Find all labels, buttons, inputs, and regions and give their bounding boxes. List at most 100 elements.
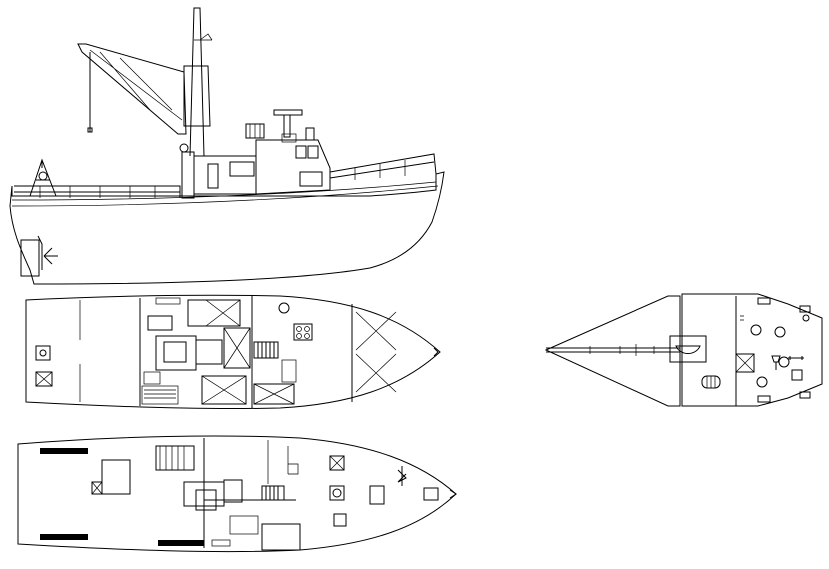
deckhouse-front-wall [203,438,296,548]
wheelhouse-window-2 [307,145,319,159]
winch-drum-icon [675,345,701,354]
hold-hatch-small [91,481,103,495]
tank-3-cross [201,375,247,405]
hull-outline [9,171,445,285]
capstan-icon [332,488,342,498]
main-engine [155,335,197,371]
wheelhouse [255,139,331,195]
capstan-top-icon [771,355,781,370]
store-hatching [144,389,176,399]
wheelhouse-room [261,523,301,551]
upper-deck-plan-view [25,294,441,410]
forepeak-cross [355,311,397,393]
burner-4 [304,333,310,339]
deck-line [11,181,437,201]
gearbox [195,339,223,365]
mid-rail-stbd [158,540,204,546]
upper-deck-outline [25,294,441,410]
tank-2-cross [223,327,251,369]
burner-1 [296,326,302,332]
fish-hatch-icon [39,349,47,357]
forecastle-outline [681,293,823,407]
deck-box [35,371,53,387]
a-frame-block [38,171,48,181]
companion-ladder [253,341,279,359]
tank-2 [223,327,251,369]
engine-room-bulkheads [139,296,253,408]
windlass-cross [329,455,345,471]
chain-locker-icon [397,466,407,486]
fore-hatch-square-cross [735,353,755,373]
aft-bulwark-rail [14,185,181,198]
deck-box-cross [35,371,53,387]
galley-stove-icon [293,323,313,341]
bitt-box [333,513,347,527]
bollard-fore [802,314,810,322]
vent-3 [778,356,790,368]
anchor-windlass [329,455,345,471]
anchor-icon [433,347,439,357]
winch-house [181,151,195,199]
crane-hook-icon [87,127,93,133]
liferaft-bands [249,124,261,138]
crane-boom [77,43,187,135]
mess-bench [229,515,259,535]
fore-hatch-square [735,353,755,373]
aft-rail-stbd [40,534,88,540]
fish-hold-hatch [101,459,131,495]
stern-a-frame [29,158,57,197]
radar-post [283,114,291,138]
mooring-cleat-1 [757,297,771,305]
main-mast [189,7,205,157]
liferaft-top-bands [706,376,716,388]
store-aft [141,385,179,405]
mess-table [278,302,290,314]
fuel-rack [155,297,181,305]
radar-antenna [273,109,303,116]
wheelhouse-porthole-box [299,171,323,187]
hold-hatch-small-cross [91,481,103,495]
winch-drums [159,446,185,470]
crane-pivot [179,143,189,153]
deckhouse-window [229,161,255,177]
wheelhouse-roof-equipment [281,133,297,143]
side-elevation-view [9,7,445,285]
vent-1 [750,324,762,336]
burner-3 [296,333,302,339]
wheelhouse-window-1 [295,145,307,159]
bollard-pair-icon [788,356,804,360]
vent-4 [756,376,768,388]
vent-2 [774,326,786,338]
stairway-lower [261,485,285,501]
tank-1 [187,299,241,327]
pump-unit [143,371,161,385]
generator [147,315,173,331]
tank-3 [201,375,247,405]
bench-pad [211,539,231,547]
winch-housing [669,335,707,363]
mast-platform [183,65,211,127]
propeller-icon [37,235,58,270]
cabin-partition [281,359,297,383]
boom-fittings [589,344,655,356]
deckhouse-door [207,163,219,189]
bow-box [423,487,439,501]
lower-deck-plan-view [17,435,457,553]
crane-boom-lacing [89,49,183,121]
corridor-lines [267,440,299,484]
rail-stanchions [39,186,156,198]
fore-hatch [369,485,385,505]
mooring-cleat-4 [799,391,811,399]
deck-locker [223,479,243,503]
fitting-marks [740,315,744,321]
mooring-cleat-2 [757,395,771,403]
fore-bulwark-rail [329,153,437,179]
fore-rail-stanchions [354,160,406,180]
exhaust-stack [305,127,315,141]
trawl-winch [155,445,195,471]
foredeck-boom [546,347,680,353]
rudder [20,239,40,277]
sheer-line [11,185,439,207]
